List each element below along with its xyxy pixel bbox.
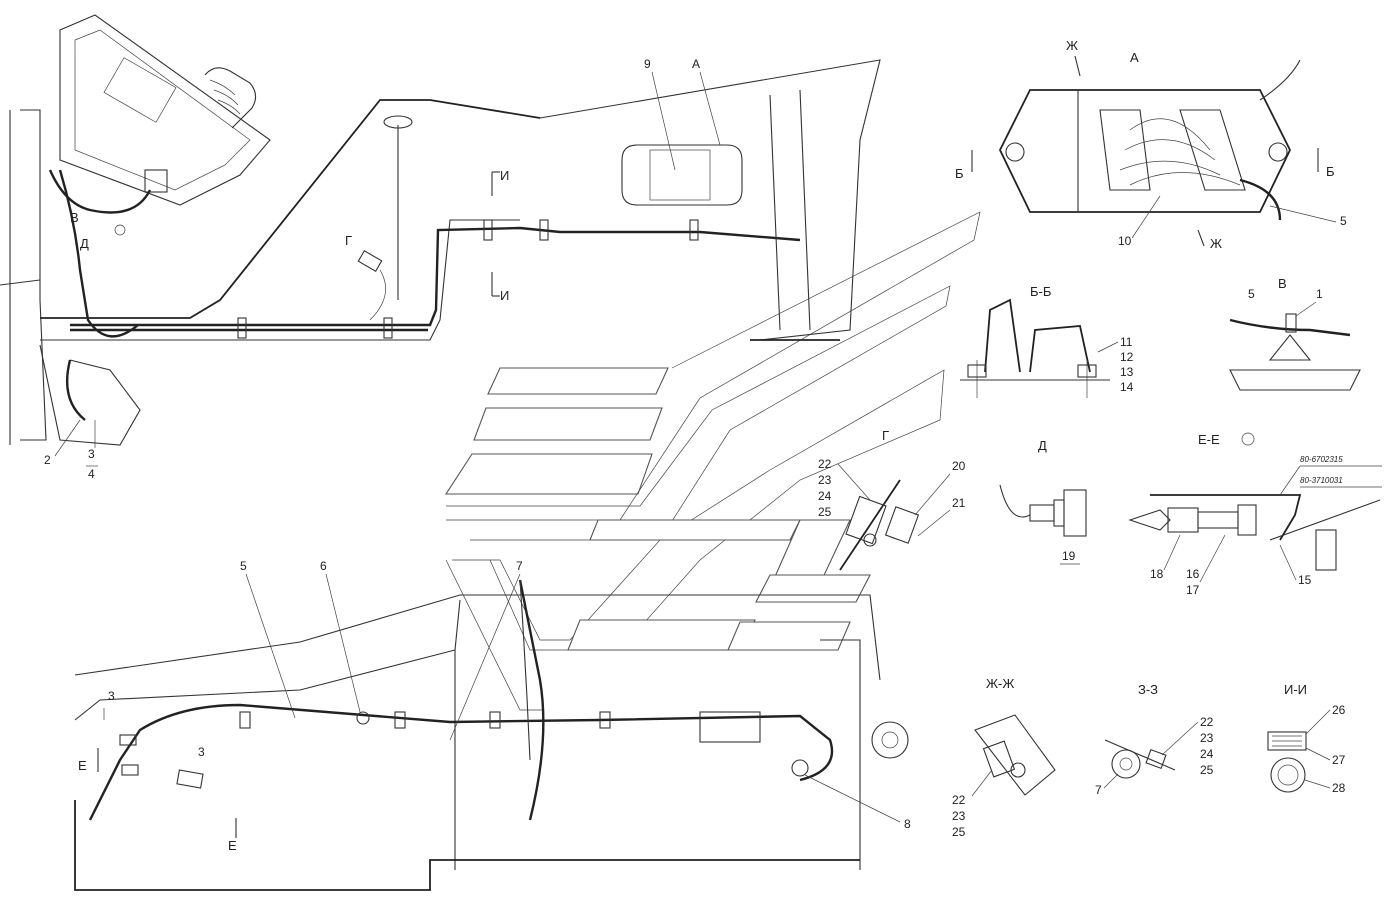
upper-main-view (0, 14, 881, 446)
marker-z-left: 3 (108, 689, 115, 703)
view-ii-title: И-И (1284, 682, 1307, 697)
section-zhzh-drawing (974, 714, 1056, 796)
callout-a-pointer: А (692, 57, 700, 71)
callout-5-lower: 5 (240, 559, 247, 573)
callout-23-zz: 23 (1200, 731, 1214, 745)
section-bb-drawing (960, 298, 1110, 398)
view-a-drawing (998, 59, 1301, 221)
callout-24-g: 24 (818, 489, 832, 503)
view-v-title: В (1278, 276, 1287, 291)
watermark-logo (444, 211, 981, 711)
callout-27: 27 (1332, 753, 1346, 767)
callout-19: 19 (1062, 549, 1076, 563)
part-code-2: 80-3710031 (1300, 476, 1343, 485)
callout-15: 15 (1298, 573, 1312, 587)
section-ee-drawing (1128, 494, 1381, 571)
callout-25-zh: 25 (952, 825, 966, 839)
view-bb-title: Б-Б (1030, 284, 1051, 299)
callout-23-g: 23 (818, 473, 832, 487)
callout-9: 9 (644, 57, 651, 71)
callout-7-zz: 7 (1095, 783, 1102, 797)
callout-3-upper: 3 (88, 447, 95, 461)
callout-22-zh: 22 (952, 793, 966, 807)
callout-1: 1 (1316, 287, 1323, 301)
view-d-drawing (999, 484, 1087, 537)
callout-4: 4 (88, 467, 95, 481)
view-d-title: Д (1038, 438, 1047, 453)
view-ee-title: Е-Е (1198, 432, 1220, 447)
callout-17: 17 (1186, 583, 1200, 597)
view-zz-title: З-З (1138, 682, 1158, 697)
callout-25-g: 25 (818, 505, 832, 519)
callout-21: 21 (952, 496, 966, 510)
view-g-drawing (839, 479, 920, 571)
section-zz-drawing (1104, 739, 1176, 779)
marker-zh-bottom: Ж (1210, 236, 1222, 251)
part-code-1: 80-6702315 (1300, 455, 1343, 464)
callout-5-view-a: 5 (1340, 214, 1347, 228)
section-ii-drawing (1267, 731, 1307, 793)
marker-zh-top: Ж (1066, 38, 1078, 53)
callout-13: 13 (1120, 365, 1134, 379)
lower-main-view (74, 579, 909, 891)
callout-22-g: 22 (818, 457, 832, 471)
marker-i-top: И (500, 168, 509, 183)
marker-b-right: Б (1326, 164, 1335, 179)
callout-2: 2 (44, 453, 51, 467)
callout-23-zh: 23 (952, 809, 966, 823)
callout-10: 10 (1118, 234, 1132, 248)
marker-z-right: 3 (198, 745, 205, 759)
view-a-title: А (1130, 50, 1139, 65)
view-v-drawing (1229, 313, 1361, 391)
callout-5-view-v: 5 (1248, 287, 1255, 301)
callout-12: 12 (1120, 350, 1134, 364)
marker-v: В (70, 210, 79, 225)
callout-28: 28 (1332, 781, 1346, 795)
view-ee-symbol (1241, 432, 1255, 446)
callout-8: 8 (904, 817, 911, 831)
marker-d: Д (80, 236, 89, 251)
marker-b-left: Б (955, 166, 964, 181)
marker-i-bottom: И (500, 288, 509, 303)
callout-20: 20 (952, 459, 966, 473)
callout-6: 6 (320, 559, 327, 573)
callout-24-zz: 24 (1200, 747, 1214, 761)
callout-7-lower: 7 (516, 559, 523, 573)
marker-e-lower: Е (228, 838, 237, 853)
callout-25-zz: 25 (1200, 763, 1214, 777)
callout-22-zz: 22 (1200, 715, 1214, 729)
callout-26: 26 (1332, 703, 1346, 717)
callout-14: 14 (1120, 380, 1134, 394)
callout-11: 11 (1120, 335, 1133, 349)
view-g-title: Г (882, 428, 889, 443)
marker-g: Г (345, 233, 352, 248)
marker-e-upper: Е (78, 758, 87, 773)
callout-18: 18 (1150, 567, 1164, 581)
callout-16: 16 (1186, 567, 1200, 581)
view-zhzh-title: Ж-Ж (986, 676, 1014, 691)
